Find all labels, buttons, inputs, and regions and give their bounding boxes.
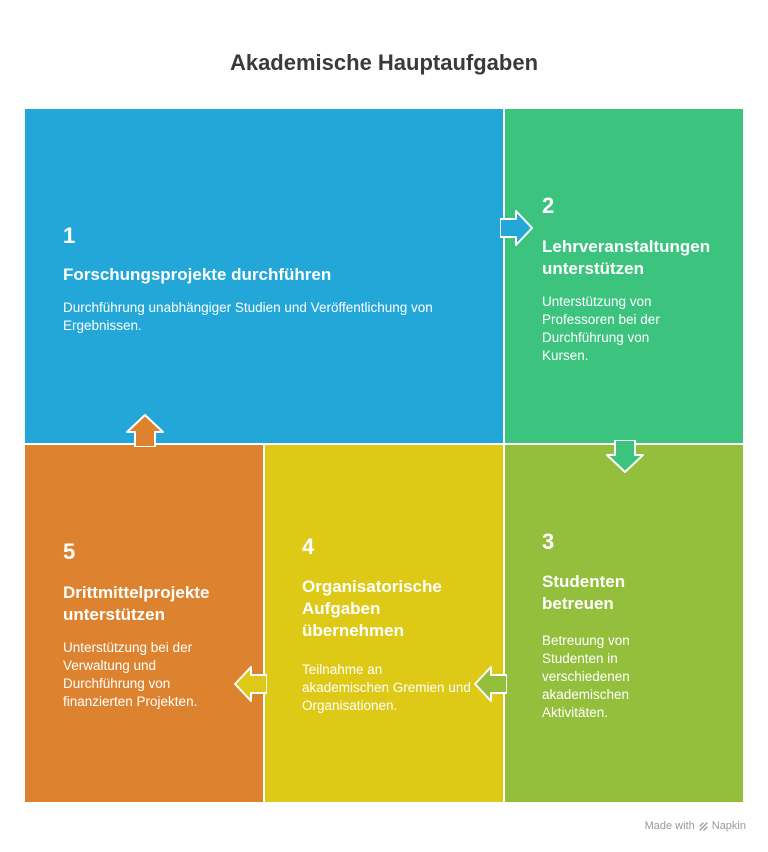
step-2-description: Unterstützung von Professoren bei der Du…	[542, 294, 660, 363]
step-1-box: 1 Forschungsprojekte durchführen Durchfü…	[25, 109, 503, 443]
step-5-number: 5	[63, 539, 76, 564]
step-3-box: 3 Studenten betreuen Betreuung von Stude…	[505, 445, 743, 802]
step-3-description: Betreuung von Studenten in verschiedenen…	[542, 633, 630, 720]
step-5-description: Unterstützung bei der Verwaltung und Dur…	[63, 640, 198, 709]
arrow-right-icon	[500, 210, 533, 246]
footer-brand: Napkin	[711, 820, 746, 832]
arrow-left-icon	[474, 666, 507, 702]
diagram-title: Akademische Hauptaufgaben	[229, 50, 539, 75]
arrow-down-icon	[606, 440, 644, 473]
arrow-left-icon	[234, 666, 267, 702]
step-2-number: 2	[542, 193, 555, 218]
step-1-heading: Forschungsprojekte durchführen	[63, 265, 332, 284]
step-1-number: 1	[63, 223, 76, 248]
step-3-number: 3	[542, 529, 555, 554]
step-1-description: Durchführung unabhängiger Studien und Ve…	[63, 300, 433, 333]
arrow-up-icon	[126, 414, 164, 447]
step-3-heading: Studenten betreuen	[542, 572, 626, 613]
step-2-box: 2 Lehrveranstaltungen unterstützen Unter…	[505, 109, 743, 443]
step-4-number: 4	[302, 534, 315, 559]
step-5-heading: Drittmittelprojekte unterstützen	[63, 583, 210, 624]
step-2-heading: Lehrveranstaltungen unterstützen	[542, 237, 711, 278]
footer-credit: Made with Napkin	[645, 820, 746, 832]
footer-prefix: Made with	[644, 820, 695, 832]
step-5-box: 5 Drittmittelprojekte unterstützen Unter…	[25, 445, 263, 802]
step-4-box: 4 Organisatorische Aufgaben übernehmen T…	[265, 445, 503, 802]
napkin-logo-icon	[699, 821, 708, 831]
step-4-heading: Organisatorische Aufgaben übernehmen	[302, 577, 442, 640]
step-4-description: Teilnahme an akademischen Gremien und Or…	[302, 662, 471, 713]
